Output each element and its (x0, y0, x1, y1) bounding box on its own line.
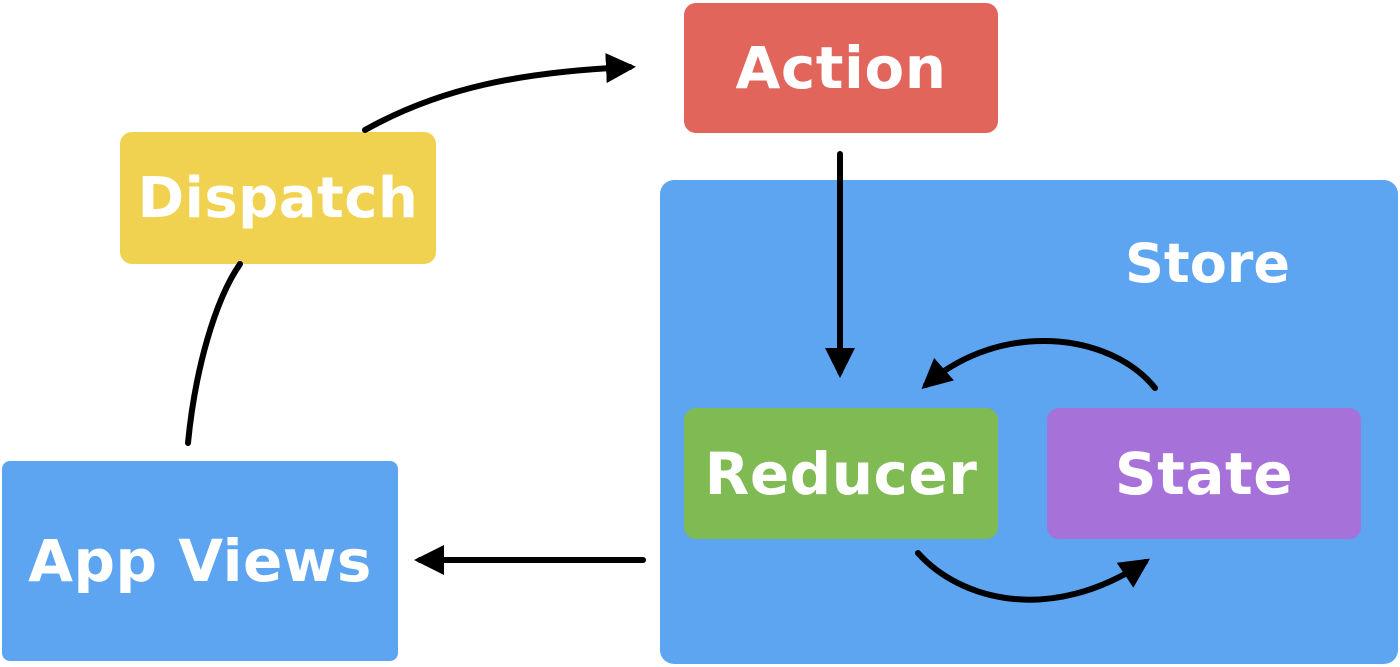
reducer-node: Reducer (684, 408, 998, 539)
action-node: Action (684, 3, 998, 133)
app-views-node: App Views (2, 461, 398, 661)
store-label: Store (1125, 232, 1291, 295)
arrow-appviews-to-dispatch (185, 261, 243, 446)
dispatch-node: Dispatch (120, 132, 436, 264)
state-node: State (1047, 408, 1361, 539)
arrow-dispatch-to-action (362, 53, 636, 133)
